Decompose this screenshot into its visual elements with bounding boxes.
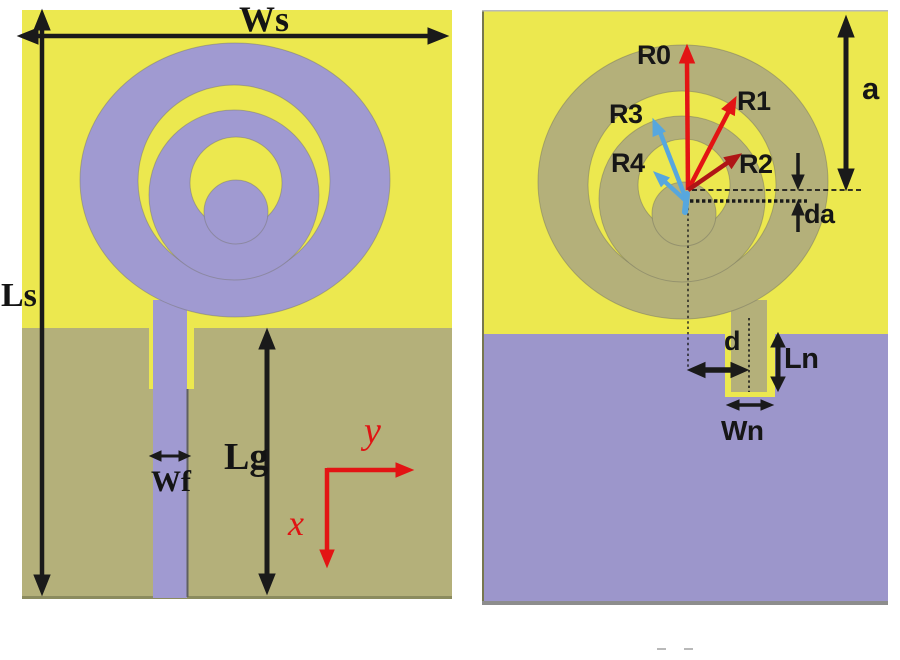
lg-arrow xyxy=(258,327,276,596)
label-ln: Ln xyxy=(784,343,819,375)
r4-arrow xyxy=(652,171,690,215)
label-r2: R2 xyxy=(739,149,773,179)
label-wn: Wn xyxy=(721,415,764,446)
caption-marks xyxy=(657,648,693,650)
wn-arrow xyxy=(725,399,775,411)
right-dimension-arrows xyxy=(686,14,855,411)
da-arrows xyxy=(791,153,805,232)
label-r0: R0 xyxy=(637,40,671,70)
left-dimension-arrows xyxy=(16,8,450,597)
r3-arrow xyxy=(652,117,689,200)
right-panel-left-edge xyxy=(482,10,484,602)
left-feed-edge-line xyxy=(186,389,189,597)
right-ground-plane xyxy=(484,334,888,602)
ls-arrow xyxy=(33,8,51,597)
label-r3: R3 xyxy=(609,99,643,129)
label-da: da xyxy=(804,199,835,229)
a-arrow xyxy=(837,14,855,192)
r2-arrow xyxy=(686,153,743,192)
origin-marker xyxy=(682,191,690,215)
label-x-axis: x xyxy=(288,503,304,543)
label-lg: Lg xyxy=(224,436,269,478)
label-r1: R1 xyxy=(737,86,771,116)
d-arrow xyxy=(686,361,750,379)
xy-axes xyxy=(319,462,415,569)
construction-dotted-lines xyxy=(687,189,862,392)
label-y-axis: y xyxy=(364,410,381,452)
label-wf: Wf xyxy=(151,465,191,498)
right-panel xyxy=(482,10,888,605)
left-panel-bottom-edge xyxy=(22,596,452,599)
r0-arrow xyxy=(678,43,696,191)
r1-arrow xyxy=(686,95,737,192)
ln-arrow xyxy=(770,331,786,393)
ws-arrow xyxy=(16,27,450,45)
left-panel xyxy=(16,8,452,599)
label-r4: R4 xyxy=(611,148,645,178)
left-spiral-patch xyxy=(79,42,391,318)
label-d: d xyxy=(724,326,741,356)
label-a: a xyxy=(862,71,879,106)
right-panel-bottom-edge xyxy=(482,601,888,605)
right-spiral-patch xyxy=(537,44,829,320)
y-axis-arrowhead xyxy=(395,462,415,478)
label-ws: Ws xyxy=(239,0,290,39)
left-ground-plane xyxy=(22,328,452,597)
left-feed-line xyxy=(153,300,187,598)
wf-arrow xyxy=(148,450,192,462)
label-ls: Ls xyxy=(1,277,37,314)
right-panel-top-edge xyxy=(482,10,888,12)
x-axis-arrowhead xyxy=(319,549,335,569)
